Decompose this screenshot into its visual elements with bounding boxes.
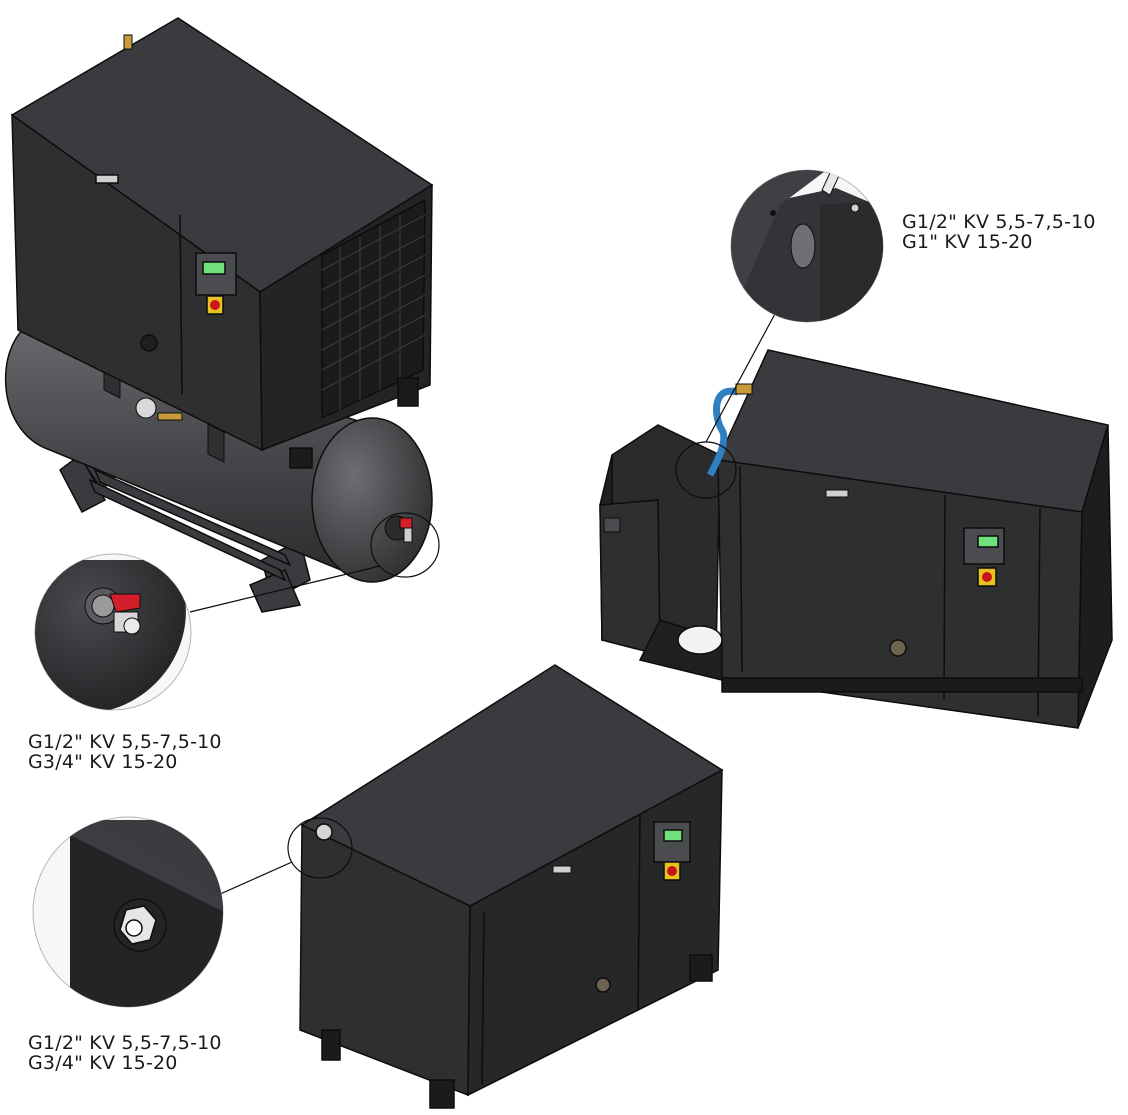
compressor-cabinet xyxy=(10,17,434,469)
zoom-detail-tank-outlet xyxy=(34,553,192,711)
leader-line-tank xyxy=(189,565,381,613)
label-line-2: G1" KV 15-20 xyxy=(902,231,1033,253)
air-tank xyxy=(4,319,433,583)
display-screen xyxy=(202,261,226,275)
tank-outlet-valve xyxy=(384,515,413,543)
callout-label-tank: G1/2" KV 5,5-7,5-10 G3/4" KV 15-20 xyxy=(28,732,222,772)
label-line-2: G3/4" KV 15-20 xyxy=(28,1052,178,1074)
callout-ring-tank-outlet xyxy=(370,512,440,578)
display-screen xyxy=(663,829,683,842)
leader-line-dryer xyxy=(705,311,777,443)
compressor-with-dryer xyxy=(599,349,1113,729)
zoom-detail-dryer-outlet xyxy=(730,169,884,323)
label-line-2: G3/4" KV 15-20 xyxy=(28,751,178,773)
control-panel xyxy=(653,821,691,863)
label-line-1: G1/2" KV 5,5-7,5-10 xyxy=(28,731,222,753)
callout-label-dryer: G1/2" KV 5,5-7,5-10 G1" KV 15-20 xyxy=(902,212,1096,252)
tank-frame xyxy=(59,428,311,613)
tank-mounted-compressor xyxy=(4,17,440,613)
callout-ring-floor-outlet xyxy=(287,817,353,879)
pressure-gauge-icon xyxy=(135,397,157,419)
floor-mounted-compressor xyxy=(299,664,724,1109)
callout-label-floor: G1/2" KV 5,5-7,5-10 G3/4" KV 15-20 xyxy=(28,1033,222,1073)
blue-hose xyxy=(706,387,739,477)
label-line-1: G1/2" KV 5,5-7,5-10 xyxy=(28,1032,222,1054)
label-line-1: G1/2" KV 5,5-7,5-10 xyxy=(902,211,1096,233)
display-screen xyxy=(977,535,999,548)
zoom-detail-floor-outlet xyxy=(32,816,224,1008)
ventilation-grille xyxy=(321,198,426,420)
leader-line-floor xyxy=(217,861,293,896)
